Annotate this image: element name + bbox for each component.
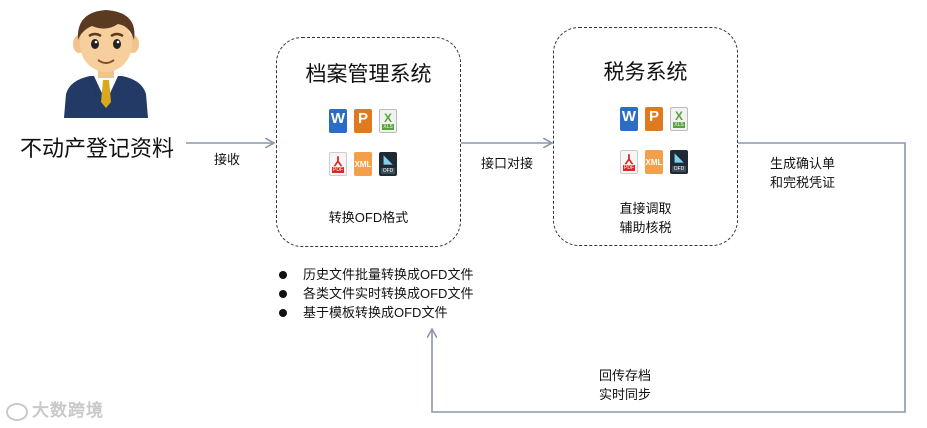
bullet-dot bbox=[279, 271, 287, 279]
watermark-logo: 大数跨境 bbox=[6, 396, 104, 421]
bullet-item: 基于模板转换成OFD文件 bbox=[279, 303, 473, 322]
ofd-icon: ◣OFD bbox=[379, 152, 397, 176]
bullet-item: 各类文件实时转换成OFD文件 bbox=[279, 284, 473, 303]
arrow-return-label-line2: 实时同步 bbox=[599, 387, 652, 402]
watermark-text: 大数跨境 bbox=[32, 401, 104, 420]
arrow-generate-label-line2: 和完税凭证 bbox=[770, 175, 836, 190]
person-avatar bbox=[56, 6, 156, 118]
archive-system-title: 档案管理系统 bbox=[305, 63, 432, 86]
arrow-return-label-line1: 回传存档 bbox=[599, 368, 652, 383]
conversion-bullet-list: 历史文件批量转换成OFD文件 各类文件实时转换成OFD文件 基于模板转换成OFD… bbox=[279, 265, 473, 322]
bullet-text: 各类文件实时转换成OFD文件 bbox=[303, 286, 474, 301]
tax-system-caption-line2: 辅助核税 bbox=[619, 220, 672, 235]
xml-icon: XML bbox=[645, 150, 663, 174]
word-icon: W bbox=[620, 107, 638, 131]
pdf-icon: ⅄PDF bbox=[329, 152, 347, 176]
bullet-dot bbox=[279, 290, 287, 298]
bullet-dot bbox=[279, 309, 287, 317]
bullet-text: 历史文件批量转换成OFD文件 bbox=[303, 267, 474, 282]
bullet-item: 历史文件批量转换成OFD文件 bbox=[279, 265, 473, 284]
archive-system-caption: 转换OFD格式 bbox=[328, 210, 409, 225]
arrow-return bbox=[432, 142, 906, 413]
ofd-icon: ◣OFD bbox=[670, 150, 688, 174]
wps-icon: P bbox=[645, 107, 663, 131]
arrow-receive-label: 接收 bbox=[214, 152, 241, 167]
arrow-generate-label-line1: 生成确认单 bbox=[770, 156, 836, 171]
xml-icon: XML bbox=[354, 152, 372, 176]
word-icon: W bbox=[329, 109, 347, 133]
arrow-interface-label: 接口对接 bbox=[481, 156, 534, 171]
person-label: 不动产登记资料 bbox=[20, 136, 175, 161]
tax-system-title: 税务系统 bbox=[603, 61, 688, 84]
tax-system-caption-line1: 直接调取 bbox=[619, 201, 672, 216]
bullet-text: 基于模板转换成OFD文件 bbox=[303, 305, 448, 320]
wps-icon: P bbox=[354, 109, 372, 133]
pdf-icon: ⅄PDF bbox=[620, 150, 638, 174]
watermark-icon bbox=[6, 402, 28, 421]
